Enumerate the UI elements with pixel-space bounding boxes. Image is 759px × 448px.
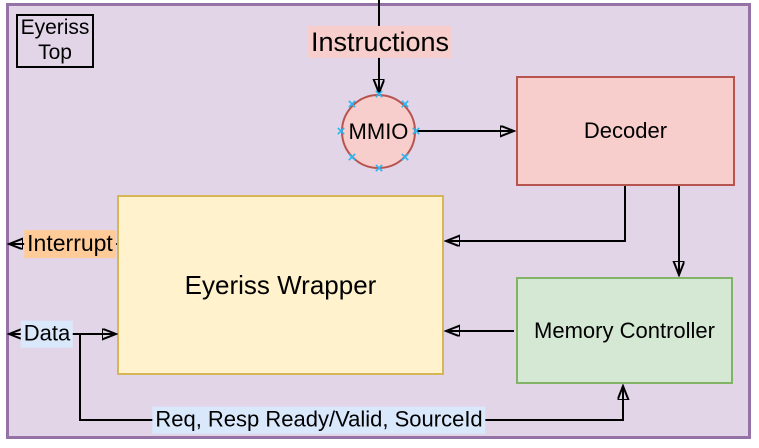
connection-point-icon[interactable] (373, 89, 385, 101)
edge-label-instructions[interactable]: Instructions (307, 25, 453, 59)
connection-point-icon[interactable] (335, 126, 347, 138)
connection-point-icon[interactable] (346, 152, 358, 164)
node-decoder-label: Decoder (583, 118, 668, 143)
diagram-title-box[interactable]: Eyeriss Top (16, 14, 94, 68)
connection-point-icon[interactable] (399, 99, 411, 111)
diagram-title-line2: Top (38, 41, 72, 64)
edge-label-bus[interactable]: Req, Resp Ready/Valid, SourceId (152, 406, 486, 434)
connection-point-icon[interactable] (399, 152, 411, 164)
edge-label-data[interactable]: Data (20, 320, 74, 348)
node-memory-controller-label: Memory Controller (534, 317, 715, 343)
diagram-title-line1: Eyeriss (20, 16, 90, 40)
connection-point-icon[interactable] (410, 126, 422, 138)
node-eyeriss-wrapper-label: Eyeriss Wrapper (184, 269, 377, 300)
edge-label-interrupt[interactable]: Interrupt (24, 230, 116, 258)
connection-point-icon[interactable] (373, 163, 385, 175)
node-mmio-label: MMIO (348, 118, 409, 144)
node-eyeriss-wrapper[interactable]: Eyeriss Wrapper (117, 195, 444, 375)
node-decoder[interactable]: Decoder (516, 76, 735, 186)
connection-point-icon[interactable] (346, 99, 358, 111)
node-memory-controller[interactable]: Memory Controller (516, 277, 733, 384)
